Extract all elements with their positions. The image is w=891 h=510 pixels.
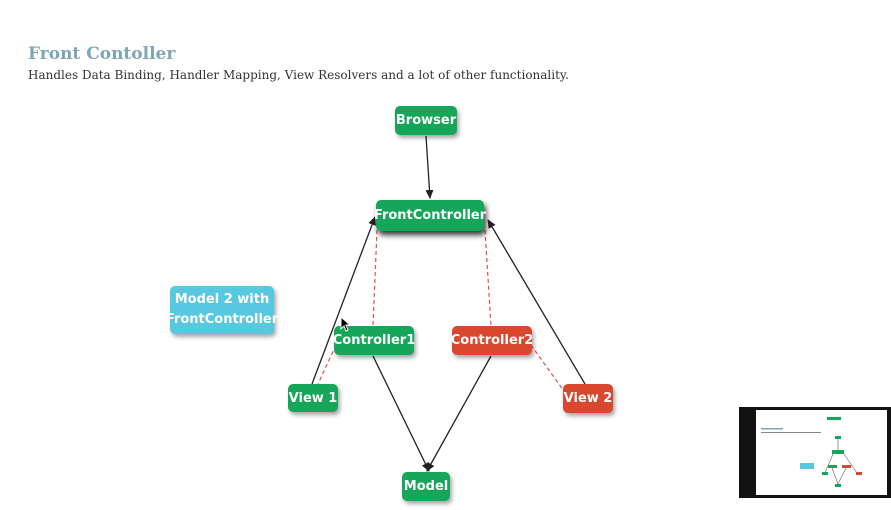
browser-node: Browser [395,106,457,135]
thumbnail-screen [756,410,887,495]
presenter-video-thumbnail[interactable] [739,407,891,498]
model2-with-frontcontroller-node: Model 2 with FrontController [166,286,278,334]
arrow-browser-to-frontcontroller [425,135,434,199]
dashed-link-controller2-view2 [530,344,567,395]
mouse-cursor-icon [340,316,352,332]
arrow-view2-to-frontcontroller [487,219,586,385]
arrow-view1-to-frontcontroller [311,216,376,385]
view2-node: View 2 [563,384,613,413]
dashed-link-frontcontroller-controller1 [372,229,378,327]
page-title: Front Contoller [28,44,176,64]
page-subtitle: Handles Data Binding, Handler Mapping, V… [28,68,569,82]
arrow-controller1-to-model [372,355,430,472]
view1-node: View 1 [288,384,338,412]
controller2-node: Controller2 [451,326,533,355]
arrow-controller2-to-model [426,355,492,472]
model-node: Model [402,472,450,501]
dashed-link-frontcontroller-controller2 [484,229,492,327]
frontcontroller-node: FrontController [374,200,486,231]
dashed-link-controller1-view1 [317,344,337,385]
thumbnail-diagram-icon [761,417,862,487]
